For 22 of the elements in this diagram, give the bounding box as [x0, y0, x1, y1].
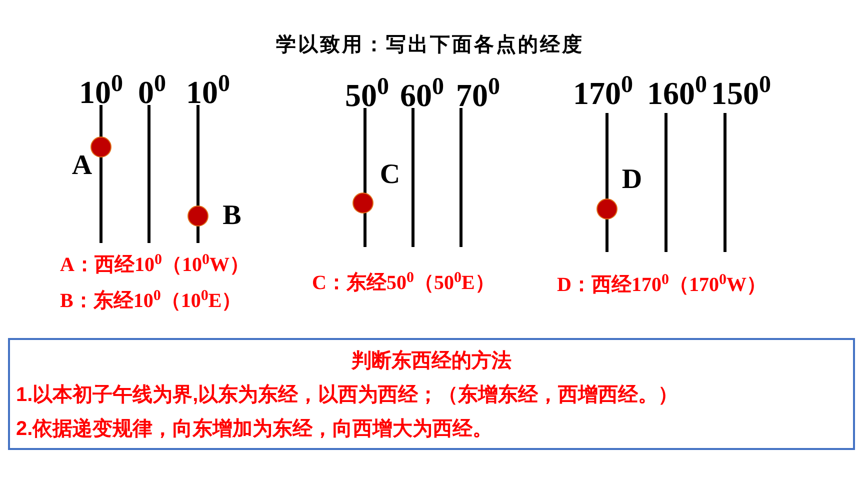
longitude-label: 170$^{0}$: [573, 77, 633, 109]
method-rule: 2.依据递变规律，向东增加为东经，向西增大为西经。: [16, 416, 494, 442]
point-label: A: [72, 152, 92, 180]
box-heading: 判断东西经的方法: [350, 348, 512, 374]
title: 学以致用：写出下面各点的经度: [275, 32, 585, 58]
longitude-label: 0$^{0}$: [138, 76, 166, 108]
longitude-label: 10$^{0}$: [186, 76, 230, 108]
method-box: [8, 338, 855, 450]
method-rule: 1.以本初子午线为界,以东为东经，以西为西经；（东增东经，西增西经。）: [16, 382, 680, 408]
answer-text: C：东经50$^{0}$（50$^{0}$E）: [312, 273, 495, 293]
answer-text: D：西经170$^{0}$（170$^{0}$W）: [557, 275, 766, 295]
answer-text: B：东经10$^{0}$（10$^{0}$E）: [60, 291, 242, 311]
longitude-label: 150$^{0}$: [711, 77, 771, 109]
answer-text: A：西经10$^{0}$（10$^{0}$W）: [60, 255, 250, 275]
longitude-label: 10$^{0}$: [79, 76, 123, 108]
longitude-label: 60$^{0}$: [400, 79, 444, 111]
point-label: D: [622, 166, 642, 194]
longitude-label: 160$^{0}$: [647, 77, 707, 109]
point-label: C: [380, 161, 400, 189]
point-label: B: [222, 202, 242, 230]
longitude-label: 50$^{0}$: [345, 79, 389, 111]
longitude-label: 70$^{0}$: [456, 79, 500, 111]
